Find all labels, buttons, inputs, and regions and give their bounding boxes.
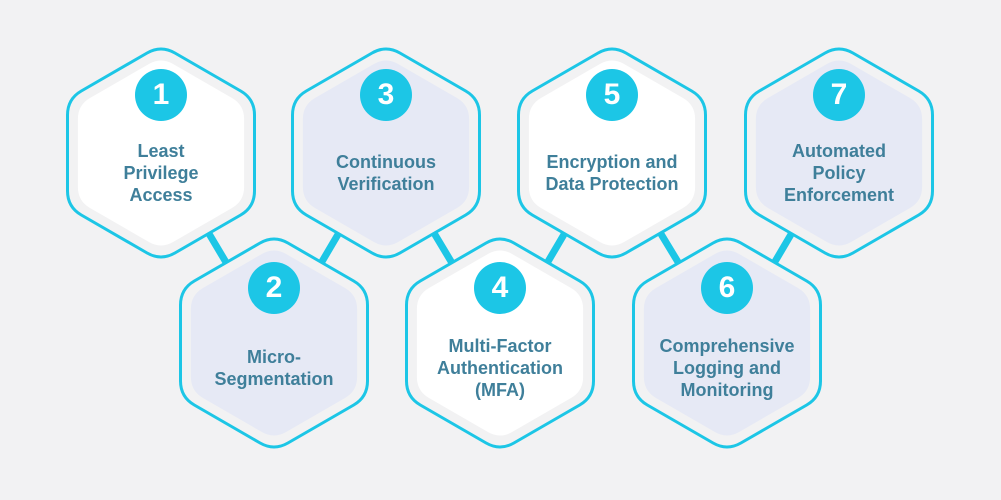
hexagon-inner-fill [302, 60, 470, 246]
hexagon-inner-fill [77, 60, 245, 246]
hexagon-step-7 [744, 47, 934, 259]
hexagon-step-3 [291, 47, 481, 259]
hexagon-inner-fill [755, 60, 923, 246]
step-number-badge: 1 [135, 69, 187, 121]
step-number-badge: 6 [701, 262, 753, 314]
hexagon-step-5 [517, 47, 707, 259]
step-number-badge: 5 [586, 69, 638, 121]
step-number-badge: 3 [360, 69, 412, 121]
hexagon-step-1 [66, 47, 256, 259]
step-label: Encryption and Data Protection [545, 152, 679, 194]
step-number-badge: 2 [248, 262, 300, 314]
step-label: Micro-Segmentation [214, 347, 334, 389]
hexagon-inner-fill [190, 250, 358, 436]
step-number-badge: 7 [813, 69, 865, 121]
hexagon-step-4 [405, 237, 595, 449]
hexagon-step-2 [179, 237, 369, 449]
step-label: Automated Policy Enforcement [783, 141, 895, 205]
hexagon-step-6 [632, 237, 822, 449]
step-label: Least Privilege Access [123, 141, 199, 205]
step-label: Continuous Verification [336, 152, 436, 194]
step-label: Multi-Factor Authentication (MFA) [437, 336, 563, 400]
step-label: Comprehensive Logging and Monitoring [659, 336, 795, 400]
hexagon-inner-fill [416, 250, 584, 436]
hexagon-inner-fill [643, 250, 811, 436]
step-number-badge: 4 [474, 262, 526, 314]
hexagon-inner-fill [528, 60, 696, 246]
